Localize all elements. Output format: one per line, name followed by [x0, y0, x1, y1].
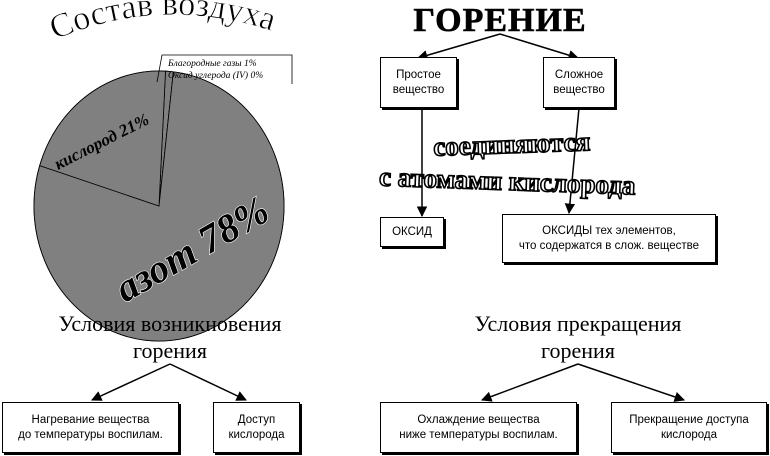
air-pie-chart	[33, 70, 285, 342]
combustion-title: ГОРЕНИЕ	[413, 2, 587, 40]
conditions-stop-title: Условия прекращения горения	[474, 311, 682, 363]
stop-oxygen-box: Прекращение доступа кислорода	[611, 402, 767, 453]
arrow-to-simple	[416, 33, 501, 61]
arrow-to-stop-oxygen	[577, 363, 685, 402]
arrow-to-oxygen-access	[169, 363, 247, 401]
arrow-complex-to-oxides	[564, 107, 580, 215]
complex-substance-box: Сложное вещество	[543, 57, 615, 108]
oxide-box: ОКСИД	[380, 217, 444, 247]
oxygen-access-box: Доступ кислорода	[213, 402, 300, 453]
pie-slice-2	[33, 71, 285, 342]
conditions-start-title: Условия возникновения горения	[58, 311, 282, 363]
simple-substance-box: Простое вещество	[380, 57, 457, 108]
pie-slice-3	[39, 70, 166, 207]
arrow-to-heating	[91, 363, 171, 401]
small-slices-leader	[156, 54, 293, 84]
co2-label: Оксид углерода (IV) 0%	[168, 70, 263, 81]
arrow-to-complex	[499, 33, 580, 61]
connector-text-2: с атомами кислорода	[379, 162, 637, 201]
arrow-to-cooling	[481, 363, 579, 402]
cooling-box: Охлаждение вещества ниже температуры вос…	[380, 402, 577, 453]
oxides-of-elements-box: ОКСИДЫ тех элементов, что содержатся в с…	[502, 214, 716, 263]
heating-box: Нагревание вещества до температуры воспи…	[2, 402, 179, 453]
air-title: Состав воздуха	[44, 0, 280, 47]
connector-text-1: соединяются	[433, 126, 591, 161]
noble-gases-label: Благородные газы 1%	[167, 58, 257, 69]
